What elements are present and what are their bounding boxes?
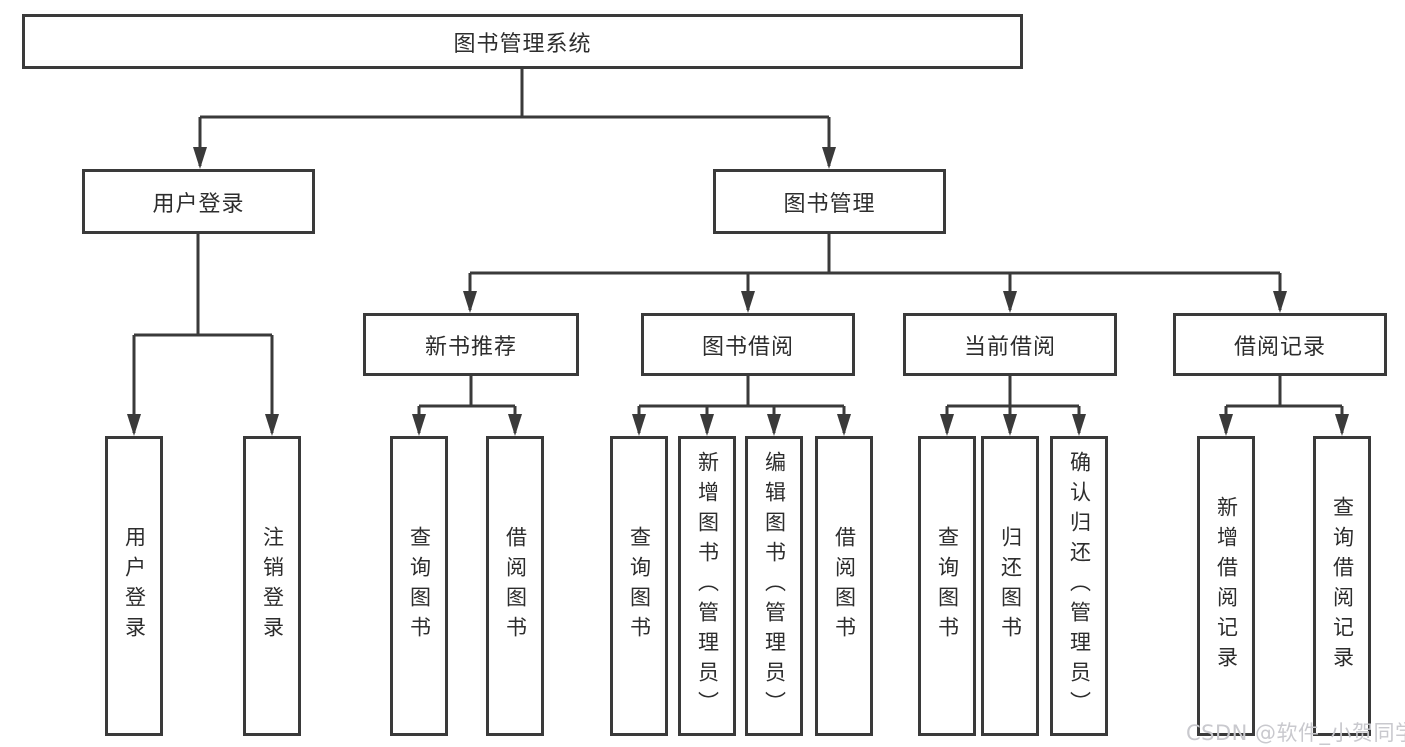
arrow-down-icon bbox=[463, 291, 477, 313]
arrow-down-icon bbox=[412, 414, 426, 436]
node-label: 借阅记录 bbox=[1233, 334, 1326, 360]
arrow-down-icon bbox=[193, 147, 207, 169]
node-label: 图书管理 bbox=[783, 191, 876, 217]
node-label: 确认归还（管理员） bbox=[1067, 451, 1092, 721]
arrow-down-icon bbox=[741, 291, 755, 313]
arrow-down-icon bbox=[508, 414, 522, 436]
arrow-down-icon bbox=[1072, 414, 1086, 436]
leaf-logout: 注销登录 bbox=[243, 436, 301, 736]
node-label: 用户登录 bbox=[152, 191, 245, 217]
arrow-down-icon bbox=[837, 414, 851, 436]
node-label: 注销登录 bbox=[260, 526, 285, 646]
node-label: 图书管理系统 bbox=[453, 31, 592, 57]
arrow-down-icon bbox=[940, 414, 954, 436]
arrow-down-icon bbox=[767, 414, 781, 436]
arrow-down-icon bbox=[700, 414, 714, 436]
node-label: 当前借阅 bbox=[963, 334, 1056, 360]
arrow-down-icon bbox=[1273, 291, 1287, 313]
node-label: 归还图书 bbox=[998, 526, 1023, 646]
node-label: 借阅图书 bbox=[503, 526, 528, 646]
leaf-borrow-books: 借阅图书 bbox=[815, 436, 873, 736]
node-label: 图书借阅 bbox=[701, 334, 794, 360]
node-user-login: 用户登录 bbox=[82, 169, 315, 234]
leaf-confirm-return-admin: 确认归还（管理员） bbox=[1050, 436, 1108, 736]
leaf-borrow-books-recommend: 借阅图书 bbox=[486, 436, 544, 736]
leaf-query-books-borrow: 查询图书 bbox=[610, 436, 668, 736]
node-label: 新增图书（管理员） bbox=[695, 451, 720, 721]
arrow-down-icon bbox=[1335, 414, 1349, 436]
node-label: 新增借阅记录 bbox=[1214, 496, 1239, 676]
node-label: 用户登录 bbox=[122, 526, 147, 646]
arrow-down-icon bbox=[1003, 291, 1017, 313]
node-label: 编辑图书（管理员） bbox=[762, 451, 787, 721]
tree-edges bbox=[132, 69, 1344, 433]
node-label: 查询借阅记录 bbox=[1330, 496, 1355, 676]
node-label: 查询图书 bbox=[627, 526, 652, 646]
arrow-down-icon bbox=[1219, 414, 1233, 436]
node-label: 借阅图书 bbox=[832, 526, 857, 646]
leaf-edit-book-admin: 编辑图书（管理员） bbox=[745, 436, 803, 736]
arrow-down-icon bbox=[632, 414, 646, 436]
leaf-return-books: 归还图书 bbox=[981, 436, 1039, 736]
leaf-add-book-admin: 新增图书（管理员） bbox=[678, 436, 736, 736]
csdn-watermark: CSDN @软件_小贺同学 bbox=[1186, 721, 1405, 745]
node-book-borrowing: 图书借阅 bbox=[641, 313, 855, 376]
node-label: 新书推荐 bbox=[424, 334, 517, 360]
arrow-down-icon bbox=[822, 147, 836, 169]
node-current-borrowing: 当前借阅 bbox=[903, 313, 1117, 376]
leaf-user-login: 用户登录 bbox=[105, 436, 163, 736]
arrow-down-icon bbox=[1003, 414, 1017, 436]
leaf-query-books-recommend: 查询图书 bbox=[390, 436, 448, 736]
arrow-down-icon bbox=[265, 414, 279, 436]
node-new-book-recommend: 新书推荐 bbox=[363, 313, 579, 376]
leaf-add-borrow-record: 新增借阅记录 bbox=[1197, 436, 1255, 736]
node-borrowing-records: 借阅记录 bbox=[1173, 313, 1387, 376]
leaf-query-borrow-record: 查询借阅记录 bbox=[1313, 436, 1371, 736]
node-label: 查询图书 bbox=[935, 526, 960, 646]
leaf-query-books-current: 查询图书 bbox=[918, 436, 976, 736]
arrow-down-icon bbox=[127, 414, 141, 436]
node-book-management: 图书管理 bbox=[713, 169, 946, 234]
node-label: 查询图书 bbox=[407, 526, 432, 646]
node-library-system: 图书管理系统 bbox=[22, 14, 1023, 69]
